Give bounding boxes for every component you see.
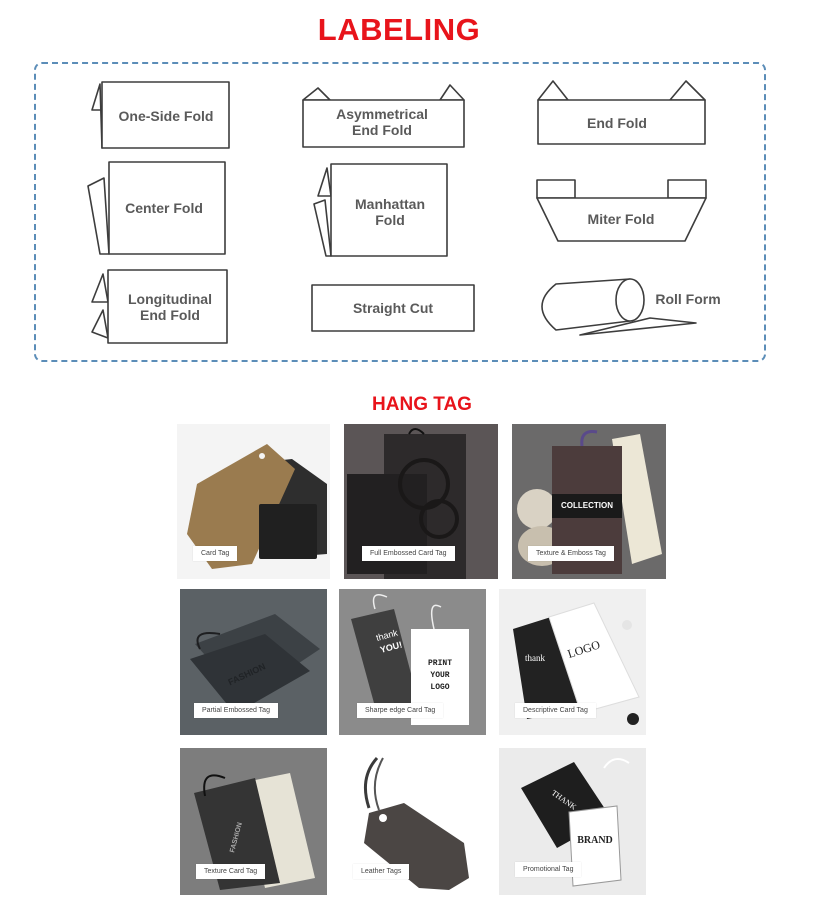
descriptive-card-image: thank LOGO: [499, 589, 646, 735]
card-tag-caption: Card Tag: [193, 546, 238, 561]
straight-cut-label: Straight Cut: [353, 300, 433, 316]
print-text: PRINT: [428, 659, 452, 668]
miter-fold-label: Miter Fold: [588, 211, 655, 227]
longitudinal-end-fold-shape: Longitudinal End Fold: [91, 269, 228, 344]
sharpe-edge-caption: Sharpe edge Card Tag: [357, 703, 444, 718]
roll-form-shape: Roll Form: [541, 278, 721, 336]
descriptive-thank-text: thank: [525, 653, 545, 663]
one-side-fold-label: One-Side Fold: [119, 108, 214, 124]
texture-emboss-caption: Texture & Emboss Tag: [528, 546, 614, 561]
asymmetrical-label-2: End Fold: [352, 122, 412, 138]
asymmetrical-end-fold-shape: Asymmetrical End Fold: [302, 84, 465, 148]
full-embossed-tile[interactable]: Full Embossed Card Tag: [344, 424, 498, 579]
center-fold-label: Center Fold: [125, 200, 203, 216]
card-tag-tile[interactable]: Card Tag: [177, 424, 330, 579]
partial-embossed-caption: Partial Embossed Tag: [194, 703, 278, 718]
leather-tags-tile[interactable]: Leather Tags: [339, 748, 486, 895]
texture-emboss-tile[interactable]: COLLECTION Texture & Emboss Tag: [512, 424, 666, 579]
labeling-panel: [34, 62, 766, 362]
sharpe-edge-tile[interactable]: thank YOU! PRINT YOUR LOGO Sharpe edge C…: [339, 589, 486, 735]
center-fold-shape: Center Fold: [87, 161, 226, 255]
descriptive-card-caption: Descriptive Card Tag: [515, 703, 596, 718]
roll-form-label: Roll Form: [655, 291, 720, 307]
your-text: YOUR: [430, 671, 449, 680]
manhattan-fold-shape: Manhattan Fold: [313, 163, 448, 257]
labeling-title: LABELING: [317, 12, 481, 47]
hang-tag-title: HANG TAG: [372, 394, 472, 415]
manhattan-label-1: Manhattan: [355, 196, 425, 212]
descriptive-card-tile[interactable]: thank LOGO Descriptive Card Tag: [499, 589, 646, 735]
promotional-tag-tile[interactable]: THANK BRAND Promotional Tag: [499, 748, 646, 895]
texture-card-caption: Texture Card Tag: [196, 864, 266, 879]
full-embossed-caption: Full Embossed Card Tag: [362, 546, 455, 561]
texture-card-tile[interactable]: FASHION Texture Card Tag: [180, 748, 327, 895]
asymmetrical-label-1: Asymmetrical: [336, 106, 428, 122]
longitudinal-label-1: Longitudinal: [128, 291, 212, 307]
logo-text: LOGO: [430, 683, 449, 692]
miter-fold-shape: Miter Fold: [536, 179, 707, 242]
straight-cut-shape: Straight Cut: [311, 284, 475, 332]
end-fold-label: End Fold: [587, 115, 647, 131]
promotional-tag-caption: Promotional Tag: [515, 862, 582, 877]
collection-label: COLLECTION: [561, 501, 613, 510]
brand-text: BRAND: [577, 835, 613, 846]
one-side-fold-shape: One-Side Fold: [91, 81, 230, 149]
partial-embossed-tile[interactable]: FASHION Partial Embossed Tag: [180, 589, 327, 735]
fold-diagram: One-Side Fold Asymmetrical End Fold End …: [87, 80, 721, 344]
leather-tags-image: [339, 748, 486, 895]
manhattan-label-2: Fold: [375, 212, 405, 228]
end-fold-shape: End Fold: [537, 80, 706, 145]
leather-tags-caption: Leather Tags: [353, 864, 410, 879]
longitudinal-label-2: End Fold: [140, 307, 200, 323]
